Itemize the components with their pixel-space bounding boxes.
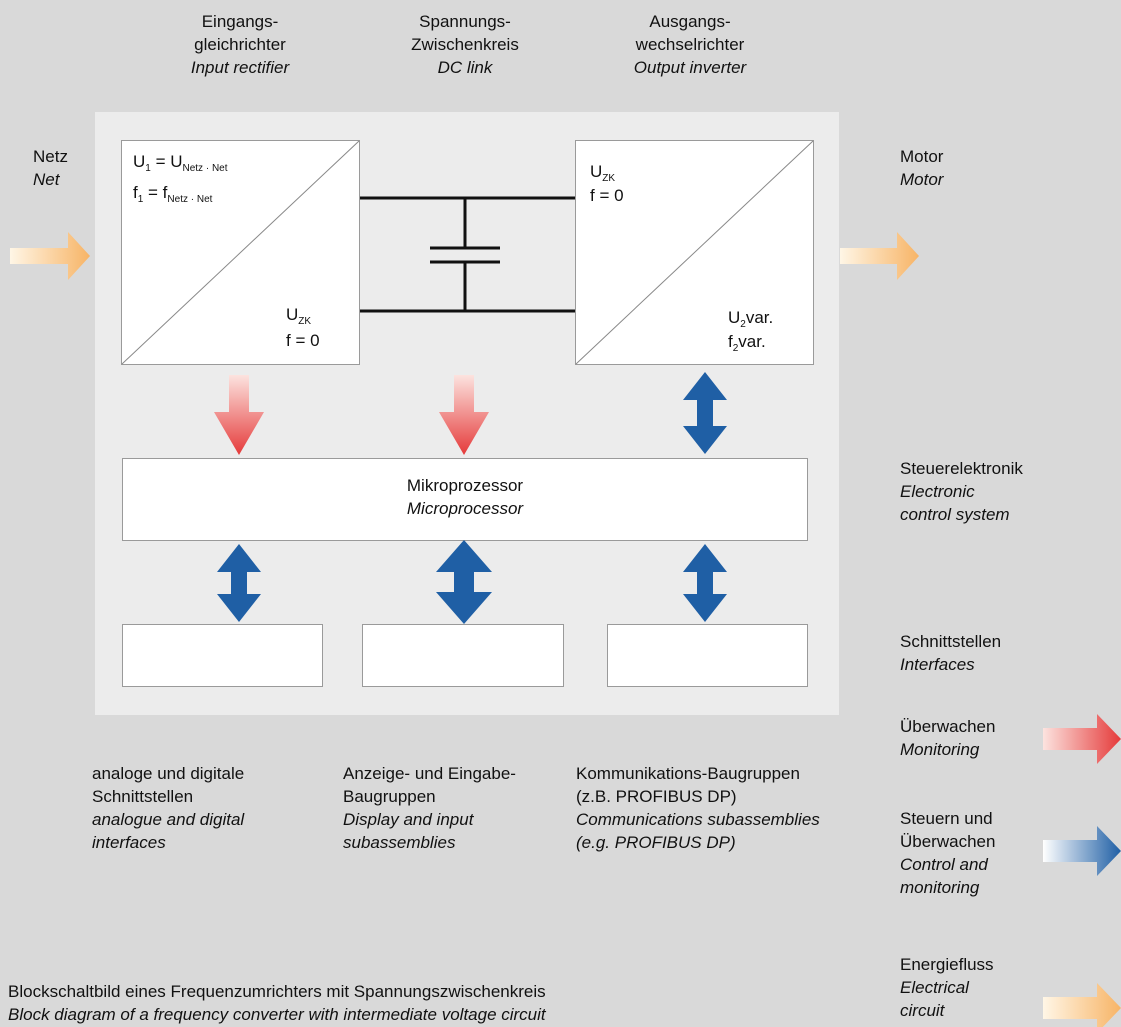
inverter-f2-formula: f2var. (728, 332, 766, 354)
interface-box-display-input (362, 624, 564, 687)
interface-box-communications (607, 624, 808, 687)
inverter-f0: f = 0 (590, 186, 624, 205)
rectifier-u1-formula: U1 = UNetz · Net (133, 152, 228, 174)
control-arrow-interface-2 (436, 540, 492, 624)
figure-caption: Blockschaltbild eines Frequenzumrichters… (8, 982, 546, 1024)
rectifier-f0: f = 0 (286, 331, 320, 350)
control-arrow-interface-1 (217, 544, 261, 622)
legend-control-arrow (1043, 826, 1121, 876)
microprocessor-box (122, 458, 808, 541)
rectifier-uzk: UZK (286, 305, 312, 327)
inverter-diagonal (575, 140, 814, 365)
dc-link-circuit (360, 196, 575, 313)
interface-description-display-input: Anzeige- und Eingabe-Baugruppen Display … (343, 764, 516, 852)
control-arrow-interface-3 (683, 544, 727, 622)
energy-arrow-out (840, 232, 919, 280)
monitoring-arrow-dc-link (439, 375, 489, 455)
inverter-u2-formula: U2var. (728, 308, 774, 330)
energy-arrow-in (10, 232, 90, 280)
legend-energy-arrow (1043, 983, 1121, 1027)
control-arrow-inverter (683, 372, 727, 454)
interface-box-analog-digital (122, 624, 323, 687)
rectifier-f1-formula: f1 = fNetz · Net (133, 183, 213, 205)
rectifier-diagonal (121, 140, 360, 365)
interface-description-communications: Kommunikations-Baugruppen(z.B. PROFIBUS … (576, 764, 820, 852)
inverter-uzk: UZK (590, 162, 616, 184)
legend-monitoring-arrow (1043, 714, 1121, 764)
monitoring-arrow-rectifier (214, 375, 264, 455)
